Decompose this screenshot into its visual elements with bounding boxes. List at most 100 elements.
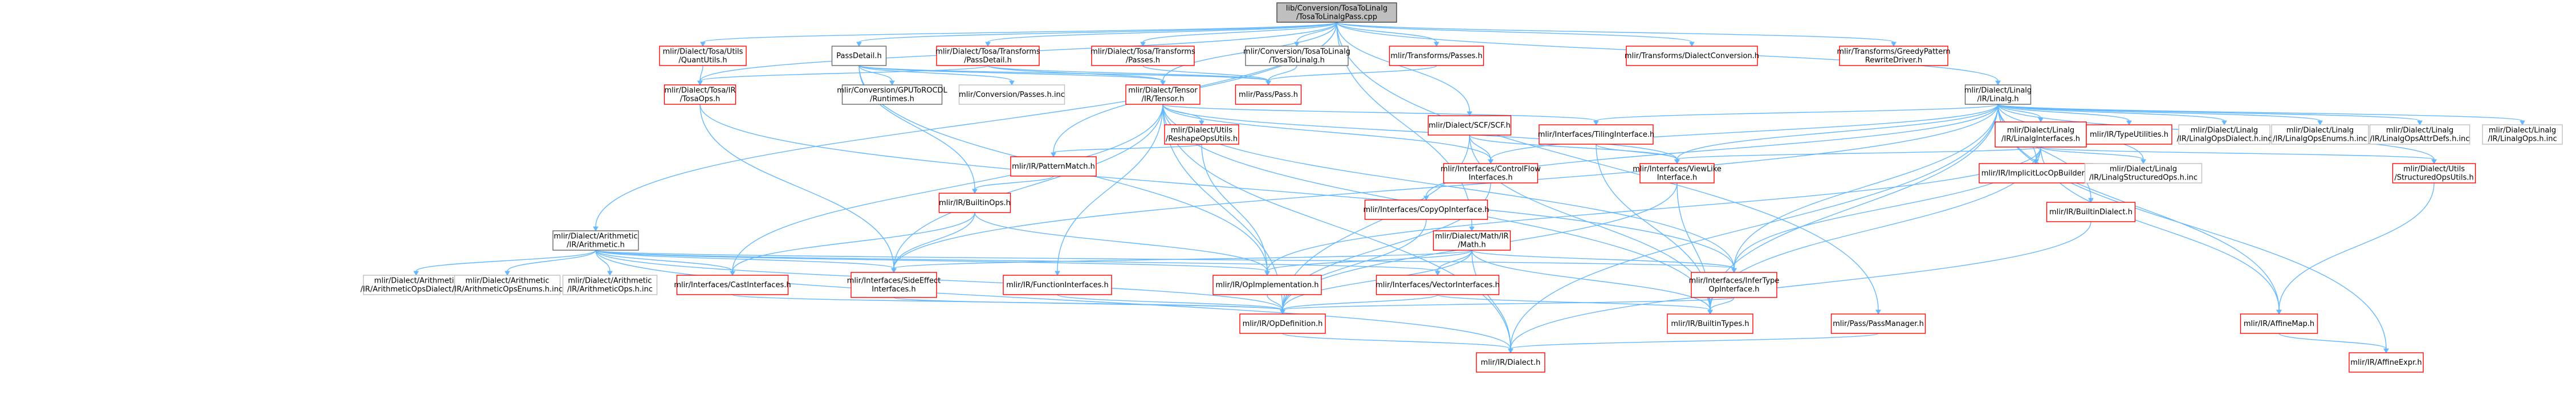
- node-box-quantutils: [659, 46, 747, 66]
- node-label-tosaops-line-1: /TosaOps.h: [680, 95, 720, 104]
- node-box-builtindialect: [2046, 202, 2136, 222]
- node-functioninterfaces[interactable]: mlir/IR/FunctionInterfaces.h: [1003, 275, 1112, 295]
- edge-tensor-to-irdialect: [1162, 104, 1511, 349]
- node-linalgstructuredops: mlir/Dialect/Linalg/IR/LinalgStructuredO…: [2084, 163, 2203, 184]
- arrowhead-root-to-tosatransformspasses: [1140, 42, 1146, 47]
- node-arithopsdialect: mlir/Dialect/Arithmetic/IR/ArithmeticOps…: [360, 275, 472, 295]
- node-vectorinterfaces[interactable]: mlir/Interfaces/VectorInterfaces.h: [1376, 275, 1500, 295]
- node-label-structuredoputils-line-0: mlir/Dialect/Utils: [2403, 165, 2465, 174]
- node-irdialect[interactable]: mlir/IR/Dialect.h: [1476, 352, 1545, 373]
- node-tilinginterface[interactable]: mlir/Interfaces/TilingInterface.h: [1538, 124, 1654, 145]
- node-linalginterfaces[interactable]: mlir/Dialect/Linalg/IR/LinalgInterfaces.…: [1995, 121, 2087, 148]
- node-tosatransformspasses[interactable]: mlir/Dialect/Tosa/Transforms/Passes.h: [1090, 46, 1195, 66]
- node-label-sideeffectinterfaces-line-1: Interfaces.h: [872, 286, 915, 294]
- arrowhead-arithmetic-to-infertypeopinterface: [1731, 268, 1737, 274]
- node-dialectconversion[interactable]: mlir/Transforms/DialectConversion.h: [1625, 46, 1759, 66]
- arrowhead-reshapeoputils-to-patternmatch: [1051, 152, 1056, 158]
- arrowhead-linalg-to-linalgopsdialect: [2221, 120, 2227, 126]
- node-builtinops[interactable]: mlir/IR/BuiltinOps.h: [938, 193, 1011, 213]
- edges-layer: [413, 22, 2525, 354]
- node-passdetail[interactable]: PassDetail.h: [831, 46, 887, 66]
- node-builtintypes[interactable]: mlir/IR/BuiltinTypes.h: [1667, 313, 1753, 334]
- edge-arithmetic-to-irdialect: [595, 250, 1511, 349]
- edge-arithmetic-to-vectorinterfaces: [595, 250, 1438, 272]
- edge-arithmetic-to-infertypeopinterface: [595, 250, 1735, 269]
- edge-linalg-to-linalgopsdialect: [1997, 104, 2225, 121]
- node-gputorocdl[interactable]: mlir/Conversion/GPUToROCDL/Runtimes.h: [837, 84, 948, 105]
- node-label-tosatransformspassdetail-line-0: mlir/Dialect/Tosa/Transforms: [935, 48, 1040, 56]
- node-patternmatch[interactable]: mlir/IR/PatternMatch.h: [1010, 156, 1097, 177]
- node-passpass[interactable]: mlir/Pass/Pass.h: [1235, 84, 1302, 105]
- node-typeutilities[interactable]: mlir/IR/TypeUtilities.h: [2086, 124, 2172, 145]
- node-structuredoputils[interactable]: mlir/Dialect/Utils/StructuredOpsUtils.h: [2392, 163, 2476, 184]
- node-castinterfaces[interactable]: mlir/Interfaces/CastInterfaces.h: [674, 275, 791, 295]
- node-arithmetic[interactable]: mlir/Dialect/Arithmetic/IR/Arithmetic.h: [552, 230, 639, 251]
- node-label-infertypeopinterface-line-1: OpInterface.h: [1708, 286, 1759, 294]
- node-greedypattern[interactable]: mlir/Transforms/GreedyPatternRewriteDriv…: [1837, 46, 1951, 66]
- node-affinemap[interactable]: mlir/IR/AffineMap.h: [2240, 313, 2318, 334]
- edge-linalginterfaces-to-linalgstructuredops: [2040, 146, 2144, 160]
- node-scf[interactable]: mlir/Dialect/SCF/SCF.h: [1427, 115, 1512, 136]
- arrowhead-infertypeopinterface-to-opdefinition: [1280, 309, 1285, 315]
- edge-linalg-to-tilinginterface: [1596, 104, 1999, 121]
- node-box-builtintypes: [1667, 313, 1753, 334]
- node-label-linalgopsdialect-line-0: mlir/Dialect/Linalg: [2191, 127, 2258, 135]
- edge-tosatransformspassdetail-to-passpass: [987, 65, 1269, 81]
- node-reshapeoputils[interactable]: mlir/Dialect/Utils/ReshapeOpsUtils.h: [1164, 124, 1239, 145]
- arrowhead-arithmetic-to-arithops: [607, 271, 613, 276]
- node-box-opimplementation: [1212, 275, 1322, 295]
- arrowhead-arithmetic-to-vectorinterfaces: [1435, 271, 1440, 276]
- node-linalg[interactable]: mlir/Dialect/Linalg/IR/Linalg.h: [1964, 84, 2032, 105]
- node-transformspasses[interactable]: mlir/Transforms/Passes.h: [1389, 46, 1484, 66]
- arrowhead-transformspasses-to-passpass: [1265, 80, 1271, 86]
- node-box-functioninterfaces: [1003, 275, 1112, 295]
- node-label-arithopsenums-line-1: /IR/ArithmeticOpsEnums.h.inc: [452, 286, 563, 294]
- node-box-linalgopsdialect: [2178, 124, 2270, 145]
- node-box-arithmetic: [552, 230, 639, 251]
- node-opimplementation[interactable]: mlir/IR/OpImplementation.h: [1212, 275, 1322, 295]
- edge-arithmetic-to-opdefinition: [595, 250, 1283, 311]
- node-label-tosatransformspassdetail-line-1: /PassDetail.h: [964, 56, 1012, 65]
- node-tensor[interactable]: mlir/Dialect/Tensor/IR/Tensor.h: [1125, 84, 1200, 105]
- edge-mathdialect-to-infertypeopinterface: [1471, 250, 1735, 269]
- edge-affinemap-to-affineexpr: [2278, 333, 2387, 349]
- arrowhead-arithmetic-to-castinterfaces: [730, 271, 735, 276]
- node-passmanager[interactable]: mlir/Pass/PassManager.h: [1830, 313, 1926, 334]
- node-tosatolinalg[interactable]: mlir/Conversion/TosaToLinalg/TosaToLinal…: [1243, 46, 1350, 66]
- node-box-irdialect: [1476, 352, 1545, 373]
- node-tosaops[interactable]: mlir/Dialect/Tosa/IR/TosaOps.h: [664, 84, 736, 105]
- node-box-passmanager: [1830, 313, 1926, 334]
- node-opdefinition[interactable]: mlir/IR/OpDefinition.h: [1239, 313, 1326, 334]
- node-box-patternmatch: [1010, 156, 1097, 177]
- edge-linalg-to-sideeffectinterfaces: [893, 104, 1999, 269]
- node-builtindialect[interactable]: mlir/IR/BuiltinDialect.h: [2046, 202, 2136, 222]
- node-label-opdefinition-line-0: mlir/IR/OpDefinition.h: [1243, 320, 1323, 328]
- edge-arithmetic-to-opimplementation: [595, 250, 1268, 272]
- edge-transformspasses-to-passpass: [1268, 65, 1437, 81]
- node-linalgopsenums: mlir/Dialect/Linalg/IR/LinalgOpsEnums.h.…: [2271, 124, 2369, 145]
- arrowhead-root-to-arithmetic: [593, 226, 599, 232]
- node-arithopsenums: mlir/Dialect/Arithmetic/IR/ArithmeticOps…: [452, 275, 563, 295]
- arrowhead-root-to-passdetail: [856, 42, 862, 47]
- node-label-viewlikeinterface-line-1: Interface.h: [1657, 174, 1698, 182]
- node-affineexpr[interactable]: mlir/IR/AffineExpr.h: [2349, 352, 2424, 373]
- edge-linalginterfaces-to-structuredoputils: [2040, 146, 2435, 160]
- node-box-gputorocdl: [841, 84, 943, 105]
- node-box-builtinops: [938, 193, 1011, 213]
- edge-tensor-to-castinterfaces: [732, 104, 1163, 272]
- node-copyopinterface[interactable]: mlir/Interfaces/CopyOpInterface.h: [1364, 199, 1490, 220]
- edge-arithmetic-to-arithopsdialect: [416, 250, 596, 272]
- node-quantutils[interactable]: mlir/Dialect/Tosa/Utils/QuantUtils.h: [659, 46, 747, 66]
- node-label-linalginterfaces-line-1: /IR/LinalgInterfaces.h: [2001, 135, 2080, 144]
- edge-root-to-greedypattern: [1336, 22, 1894, 43]
- node-mathdialect[interactable]: mlir/Dialect/Math/IR/Math.h: [1433, 230, 1511, 251]
- edge-tensor-to-tilinginterface: [1162, 104, 1597, 121]
- node-box-affinemap: [2240, 313, 2318, 334]
- node-label-implicitlocopbuilder-line-0: mlir/IR/ImplicitLocOpBuilder.h: [1981, 169, 2091, 178]
- node-implicitlocopbuilder[interactable]: mlir/IR/ImplicitLocOpBuilder.h: [1979, 163, 2094, 184]
- node-tosatransformspassdetail[interactable]: mlir/Dialect/Tosa/Transforms/PassDetail.…: [935, 46, 1040, 66]
